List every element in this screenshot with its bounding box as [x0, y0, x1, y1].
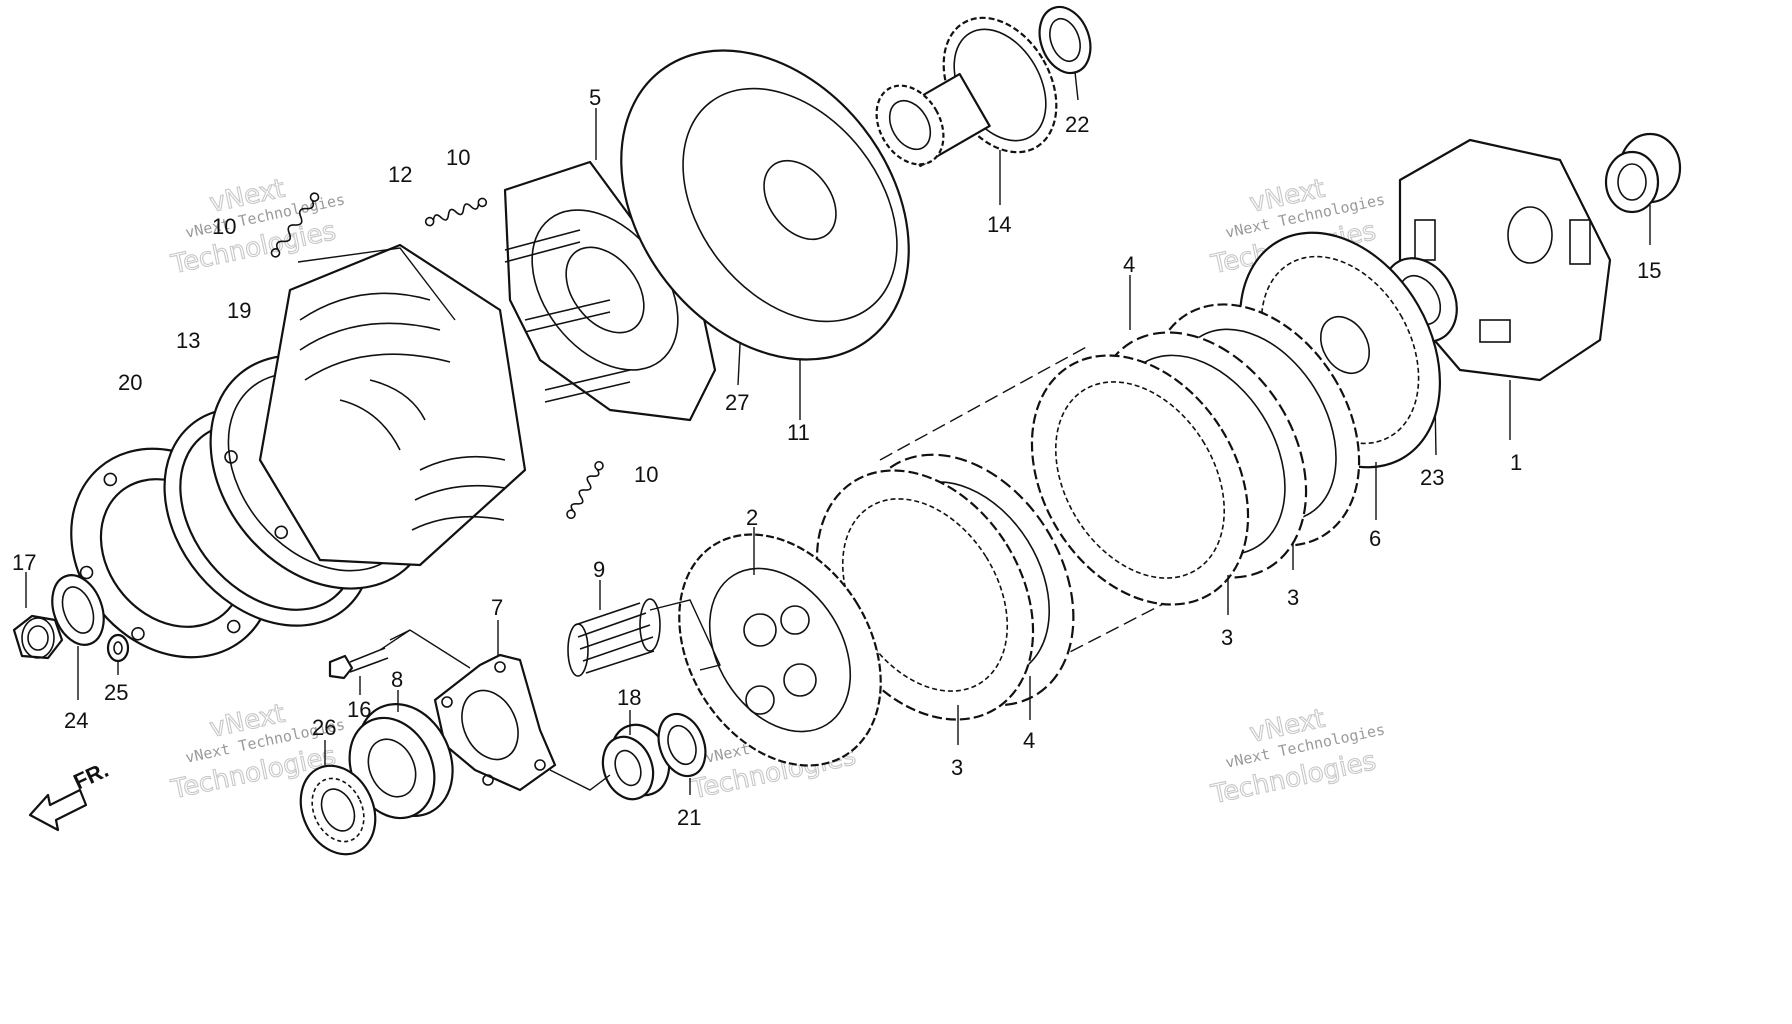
callout-19: 19 — [227, 298, 251, 323]
part-16-bolt — [328, 629, 411, 695]
callout-1: 1 — [1510, 450, 1522, 475]
part-18-collar — [601, 710, 671, 801]
callout-labels: 1 2 3 3 3 4 4 5 6 7 8 9 10 10 10 11 12 1… — [12, 85, 1661, 830]
part-2-pressure-plate — [678, 527, 882, 767]
part-17-lock-nut — [12, 572, 64, 660]
callout-7: 7 — [491, 595, 503, 620]
callout-4-lower: 4 — [1023, 728, 1035, 753]
callout-15: 15 — [1637, 258, 1661, 283]
leader-9-to-2 — [649, 599, 721, 671]
callout-21: 21 — [677, 805, 701, 830]
callout-2: 2 — [746, 505, 758, 530]
callout-8: 8 — [391, 667, 403, 692]
callout-23: 23 — [1420, 465, 1444, 490]
callout-17: 17 — [12, 550, 36, 575]
part-10-spring-b — [424, 197, 488, 227]
callout-25: 25 — [104, 680, 128, 705]
callout-3-lower: 3 — [951, 755, 963, 780]
callout-11: 11 — [787, 420, 810, 445]
callout-10-right: 10 — [634, 462, 658, 487]
part-26-ball-bearing — [299, 740, 377, 856]
callout-3-mid: 3 — [1221, 625, 1233, 650]
part-7-lifter-plate — [389, 620, 611, 792]
callout-22: 22 — [1065, 112, 1089, 137]
callout-20: 20 — [118, 370, 142, 395]
callout-10-left: 10 — [212, 214, 236, 239]
watermark-top-left: vNext vNext Technologies Technologies — [167, 173, 346, 281]
part-11-outer-drum — [620, 49, 910, 420]
part-10-spring-c — [566, 460, 604, 520]
part-25-small-washer — [106, 633, 130, 675]
front-marker-label: FR. — [70, 757, 113, 795]
part-14-primary-gear — [875, 16, 1058, 205]
callout-12: 12 — [388, 162, 412, 187]
part-5-drive-plate — [503, 108, 717, 422]
part-9-clutch-springs — [567, 580, 661, 677]
callout-27: 27 — [725, 390, 749, 415]
callout-26: 26 — [312, 715, 336, 740]
front-direction-arrow: FR. — [28, 757, 113, 832]
part-10-spring-a — [270, 192, 320, 258]
callout-3-upper: 3 — [1287, 585, 1299, 610]
callout-24: 24 — [64, 708, 88, 733]
part-8-bearing — [348, 690, 454, 820]
callout-10-top: 10 — [446, 145, 470, 170]
callout-18: 18 — [617, 685, 641, 710]
callout-16: 16 — [347, 697, 371, 722]
watermark-bottom-right: vNext vNext Technologies Technologies — [1207, 703, 1386, 811]
part-24-washer — [51, 574, 105, 700]
callout-9: 9 — [593, 557, 605, 582]
part-22-washer — [1038, 5, 1092, 101]
part-3-friction-plate-mid — [1030, 354, 1250, 615]
part-15-collar — [1604, 132, 1682, 245]
callout-13: 13 — [176, 328, 200, 353]
callout-5: 5 — [589, 85, 601, 110]
part-21-washer — [657, 712, 707, 795]
part-12-clutch-shoes — [258, 243, 527, 567]
callout-6: 6 — [1369, 526, 1381, 551]
callout-14: 14 — [987, 212, 1011, 237]
callout-4-upper: 4 — [1123, 252, 1135, 277]
